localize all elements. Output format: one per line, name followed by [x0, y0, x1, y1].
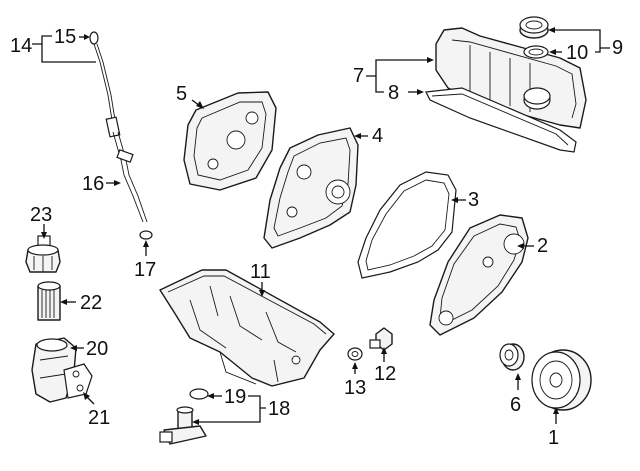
callout-1: 1 — [548, 427, 559, 449]
oil-pan-part — [159, 269, 335, 387]
callout-15: 15 — [54, 26, 76, 48]
callout-21: 21 — [88, 407, 110, 429]
oil-filter-cap-part — [25, 235, 61, 273]
front-cover-part — [263, 127, 359, 249]
dipstick-seal-part — [139, 230, 153, 240]
engine-front-cover-part — [429, 214, 529, 336]
rear-cover-part — [183, 91, 277, 191]
oil-level-sensor-part — [159, 406, 207, 445]
crankshaft-pulley-part — [531, 349, 592, 411]
oil-filter-housing-part — [31, 337, 77, 403]
dipstick-part — [89, 31, 121, 138]
callout-14: 14 — [10, 35, 32, 57]
callout-20: 20 — [86, 338, 108, 360]
callout-18: 18 — [268, 398, 290, 420]
callout-5: 5 — [176, 83, 187, 105]
front-cover-gasket-part — [357, 171, 457, 279]
callout-19: 19 — [224, 386, 246, 408]
valve-cover-gasket-part — [425, 87, 577, 153]
callout-4: 4 — [372, 125, 383, 147]
callout-6: 6 — [510, 394, 521, 416]
callout-13: 13 — [344, 377, 366, 399]
callout-22: 22 — [80, 292, 102, 314]
oil-filter-housing-gasket-part — [63, 363, 93, 399]
callout-3: 3 — [468, 189, 479, 211]
drain-plug-part — [369, 327, 393, 351]
front-seal-part — [499, 343, 525, 371]
leader-lines — [32, 27, 610, 425]
oil-filler-cap-part — [519, 16, 549, 39]
callout-16: 16 — [82, 173, 104, 195]
callout-8: 8 — [388, 82, 399, 104]
callout-12: 12 — [374, 363, 396, 385]
callout-10: 10 — [566, 42, 588, 64]
callout-9: 9 — [612, 37, 623, 59]
oil-filter-element-part — [37, 281, 61, 321]
oil-filler-cap-seal-part — [523, 45, 549, 59]
sensor-seal-part — [189, 388, 209, 400]
valve-cover-part — [435, 27, 587, 129]
callout-2: 2 — [537, 235, 548, 257]
dipstick-tube-part — [112, 131, 148, 223]
callout-23: 23 — [30, 204, 52, 226]
callout-11: 11 — [250, 261, 271, 283]
drain-plug-washer-part — [347, 347, 363, 361]
callout-17: 17 — [134, 259, 156, 281]
callout-7: 7 — [353, 65, 364, 87]
